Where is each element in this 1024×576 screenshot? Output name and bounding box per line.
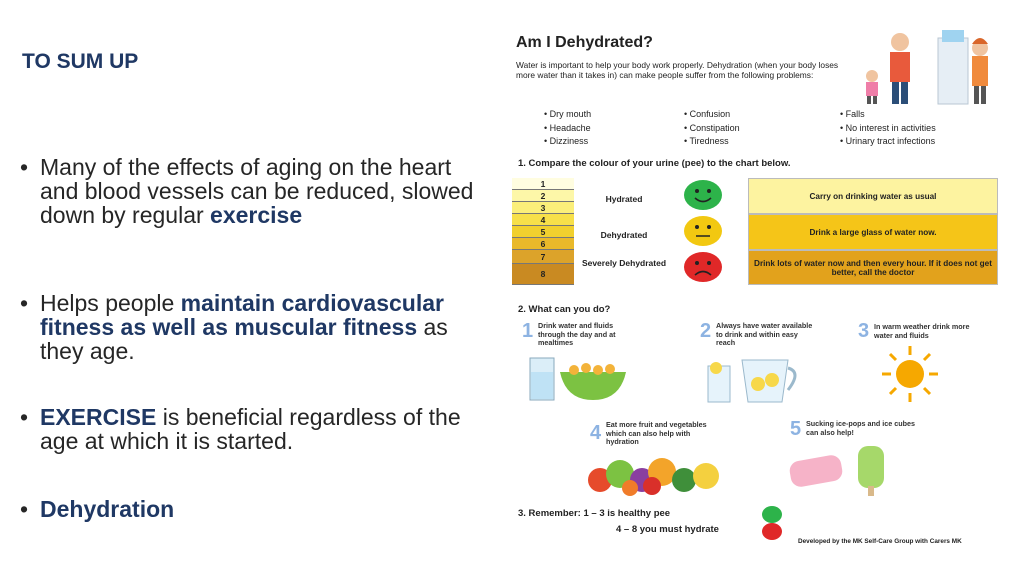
bullet-text: EXERCISE is beneficial regardless of the… <box>40 405 485 453</box>
problem-item: Dry mouth <box>544 108 592 122</box>
tip-number: 1 <box>522 320 534 342</box>
tip-text: In warm weather drink more water and flu… <box>874 322 970 340</box>
tip-text: Sucking ice-pops and ice cubes can also … <box>806 419 916 437</box>
problem-item: No interest in activities <box>840 122 936 136</box>
chart-number-cell: 6 <box>512 238 574 250</box>
problems-column-1: Dry mouth Headache Dizziness <box>544 108 592 149</box>
bullet-item: • EXERCISE is beneficial regardless of t… <box>20 405 485 453</box>
remember-line-2: 4 – 8 you must hydrate <box>616 524 719 535</box>
bullet-marker: • <box>20 496 29 522</box>
tip-number: 4 <box>590 422 602 444</box>
tip-number: 2 <box>700 320 712 342</box>
chart-number-cell: 1 <box>512 178 574 190</box>
happy-face-icon <box>684 180 722 210</box>
bullet-highlight: maintain cardiovascular fitness as well … <box>40 290 444 340</box>
chart-number-cell: 4 <box>512 214 574 226</box>
neutral-face-icon <box>684 216 722 246</box>
chart-state-label: Severely Dehydrated <box>581 258 667 268</box>
chart-number-cell: 3 <box>512 202 574 214</box>
chart-number-cell: 2 <box>512 190 574 202</box>
bullet-text-plain: Many of the effects of aging on the hear… <box>40 154 474 228</box>
problem-item: Falls <box>840 108 936 122</box>
poster-credit: Developed by the MK Self-Care Group with… <box>798 538 962 545</box>
problem-item: Headache <box>544 122 591 136</box>
bullet-item: • Helps people maintain cardiovascular f… <box>20 291 485 363</box>
sun-icon <box>882 346 938 402</box>
chart-state-label: Hydrated <box>605 194 643 204</box>
bullet-highlight: Dehydration <box>40 496 175 522</box>
tip-number: 5 <box>790 418 802 440</box>
green-dot-icon <box>762 506 782 523</box>
bullet-text: Dehydration <box>40 497 485 521</box>
red-dot-icon <box>762 523 782 540</box>
bullet-text: Many of the effects of aging on the hear… <box>40 155 485 227</box>
problem-item: Dizziness <box>544 135 591 149</box>
tip-text: Eat more fruit and vegetables which can … <box>606 420 707 446</box>
jug-and-glass-illustration <box>707 359 797 403</box>
chart-advice: Drink a large glass of water now. <box>748 214 998 250</box>
bullet-item: • Dehydration <box>20 497 485 521</box>
bullet-text-plain: Helps people <box>40 290 181 316</box>
tip-text: Always have water available to drink and… <box>716 321 813 347</box>
chart-number-cell: 8 <box>512 264 574 285</box>
chart-state-label: Dehydrated <box>600 230 648 240</box>
chart-advice: Carry on drinking water as usual <box>748 178 998 214</box>
bullet-item: • Many of the effects of aging on the he… <box>20 155 485 227</box>
chart-number-cell: 5 <box>512 226 574 238</box>
step-2-heading: 2. What can you do? <box>518 304 611 315</box>
page-title: TO SUM UP <box>22 50 139 73</box>
problem-item: Urinary tract infections <box>840 135 936 149</box>
bullet-text-plain: as they age. <box>40 314 448 364</box>
problems-column-2: Confusion Constipation Tiredness <box>684 108 740 149</box>
problem-item: Tiredness <box>684 135 740 149</box>
ice-pops-illustration <box>789 446 884 496</box>
bullet-text: Helps people maintain cardiovascular fit… <box>40 291 485 363</box>
remember-line-1: 3. Remember: 1 – 3 is healthy pee <box>518 508 671 519</box>
step-1-heading: 1. Compare the colour of your urine (pee… <box>518 158 791 169</box>
chart-number-cell: 7 <box>512 250 574 264</box>
bullet-text-plain: is beneficial regardless of the age at w… <box>40 404 461 454</box>
problems-column-3: Falls No interest in activities Urinary … <box>840 108 936 149</box>
chart-advice: Drink lots of water now and then every h… <box>748 250 998 285</box>
poster-heading: Am I Dehydrated? <box>516 34 653 51</box>
fruit-and-vegetables-illustration <box>588 458 719 496</box>
bullet-highlight: exercise <box>210 202 303 228</box>
poster-intro: Water is important to help your body wor… <box>516 60 839 80</box>
glass-and-cereal-illustration <box>529 357 626 401</box>
urine-colour-chart: 1 2 3 4 5 6 7 8 Hydrated Dehydrated Seve… <box>512 178 998 285</box>
dehydration-poster: Am I Dehydrated? Water is important to h… <box>508 24 1004 554</box>
problem-item: Confusion <box>684 108 740 122</box>
bullet-marker: • <box>20 290 29 316</box>
sad-face-icon <box>684 252 722 282</box>
bullet-marker: • <box>20 404 29 430</box>
bullet-marker: • <box>20 154 29 180</box>
bullet-highlight: EXERCISE <box>40 404 157 430</box>
tip-text: Drink water and fluids through the day a… <box>538 321 616 347</box>
tip-number: 3 <box>858 320 870 342</box>
problem-item: Constipation <box>684 122 740 136</box>
family-drinking-illustration <box>866 30 988 105</box>
